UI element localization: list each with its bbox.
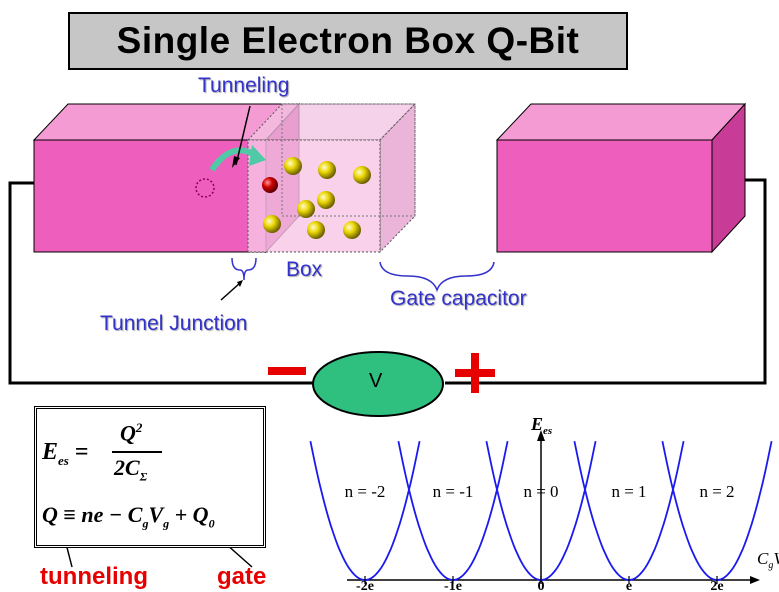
gate-capacitor-label: Gate capacitor: [390, 287, 527, 310]
plus-sign: [455, 353, 495, 393]
series-label: n = 2: [699, 482, 734, 501]
formula-box: [34, 406, 266, 548]
box-label: Box: [286, 258, 323, 281]
x-tick-label: 2e: [710, 579, 723, 592]
tunneled-electron: [262, 177, 278, 193]
tunneling-arrow: [209, 105, 266, 172]
page-title: Single Electron Box Q-Bit: [68, 12, 628, 70]
voltage-source: [312, 351, 444, 417]
x-tick-label: 0: [538, 579, 545, 592]
electrons: [262, 157, 371, 239]
voltage-label: V: [369, 370, 383, 392]
x-tick-label: -2e: [356, 579, 374, 592]
vacancy-dotted-circle: [195, 178, 215, 198]
energy-chart: n = -2 n = -1 n = 0 n = 1 n = 2 -2e -1e 0 e 2e Ees…: [309, 414, 779, 592]
y-axis-label: Ees: [530, 414, 552, 437]
fraction-bar: [112, 451, 162, 453]
tunnel-junction-label: Tunnel Junction: [100, 312, 248, 335]
tunnel-junction-pointer: [220, 282, 241, 301]
y-axis-arrow: [537, 430, 545, 441]
series-label: n = -2: [345, 482, 386, 501]
electron: [343, 221, 361, 239]
electron: [353, 166, 371, 184]
series-label: n = 0: [523, 482, 558, 501]
gate-term-label: gate: [217, 563, 267, 590]
x-axis-arrow: [750, 576, 760, 584]
electron: [284, 157, 302, 175]
right-electrode: [495, 102, 747, 254]
charge-equation: Q ≡ ne − CgVg + Q0: [42, 502, 215, 531]
electron: [297, 200, 315, 218]
energy-symbol: Ees =: [42, 439, 89, 468]
electron-box: [246, 102, 417, 254]
minus-sign: [268, 367, 306, 375]
electron: [318, 161, 336, 179]
x-tick-label: -1e: [444, 579, 462, 592]
electron: [307, 221, 325, 239]
tunneling-term-label: tunneling: [40, 563, 148, 590]
tunneling-label: Tunneling: [198, 74, 290, 97]
series-label: n = 1: [611, 482, 646, 501]
energy-denominator: 2CΣ: [114, 455, 148, 484]
series-label: n = -1: [433, 482, 474, 501]
gate-capacitor-brace: [379, 261, 495, 293]
energy-numerator: Q2: [120, 420, 143, 446]
tunnel-junction-brace: [231, 257, 257, 281]
electron: [317, 191, 335, 209]
x-axis-label: CgV: [757, 549, 779, 571]
electron: [263, 215, 281, 233]
pointer-head: [237, 280, 243, 287]
x-tick-label: e: [626, 579, 632, 592]
